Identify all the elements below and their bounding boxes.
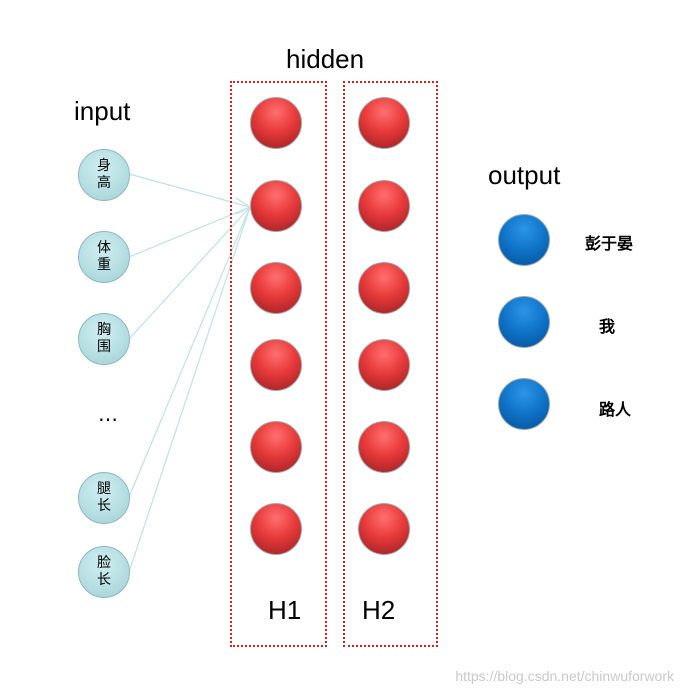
h2-label: H2 [362, 595, 396, 625]
h1-node [250, 180, 302, 232]
input-node: 脸 长 [78, 546, 130, 598]
h1-node [250, 503, 302, 555]
h1-node [250, 339, 302, 391]
output-node [498, 378, 550, 430]
hidden-layer-h2-box [343, 81, 438, 647]
h1-node [250, 97, 302, 149]
input-node: 体 重 [78, 231, 130, 283]
edge-input-3 [128, 206, 251, 340]
input-node: 腿 长 [78, 472, 130, 524]
ellipsis: … [98, 402, 118, 426]
edge-input-5 [128, 206, 251, 573]
h2-node [358, 262, 410, 314]
watermark: https://blog.csdn.net/chinwuforwork [455, 668, 674, 684]
input-node-text: 脸 [97, 555, 111, 571]
h2-node [358, 421, 410, 473]
input-node-text: 围 [97, 339, 111, 355]
h2-node [358, 180, 410, 232]
output-label-pengyuyan: 彭于晏 [585, 234, 634, 253]
output-label-me: 我 [599, 317, 616, 336]
h2-node [358, 339, 410, 391]
input-node: 胸 围 [78, 313, 130, 365]
hidden-label: hidden [286, 44, 365, 74]
input-node-text: 长 [97, 572, 111, 588]
input-node-text: 腿 [97, 481, 111, 497]
h2-node [358, 503, 410, 555]
input-node-text: 体 [97, 240, 111, 256]
edge-input-2 [128, 206, 251, 258]
output-label-passerby: 路人 [599, 400, 632, 419]
input-node-text: 胸 [97, 322, 111, 338]
edge-input-1 [128, 173, 251, 208]
output-node [498, 214, 550, 266]
h2-node [358, 97, 410, 149]
input-node-text: 重 [97, 257, 111, 273]
input-node-text: 高 [97, 175, 111, 191]
hidden-layer-h1-box [230, 81, 327, 647]
output-label: output [488, 160, 561, 190]
h1-node [250, 421, 302, 473]
input-label: input [74, 96, 131, 126]
h1-node [250, 262, 302, 314]
edge-input-4 [128, 206, 251, 498]
input-node-text: 身 [97, 158, 111, 174]
input-node: 身 高 [78, 149, 130, 201]
h1-label: H1 [268, 595, 302, 625]
input-node-text: 长 [97, 498, 111, 514]
output-node [498, 296, 550, 348]
